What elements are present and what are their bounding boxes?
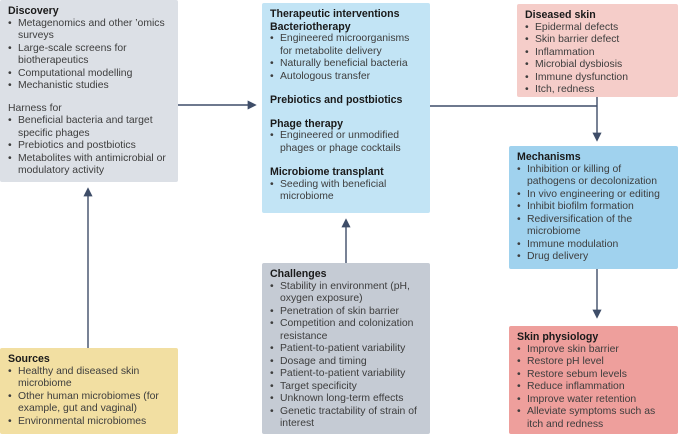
list-item: Metabolites with antimicrobial or modula… (8, 153, 171, 178)
list-item: Restore sebum levels (517, 369, 671, 382)
list-item: Unknown long-term effects (270, 393, 423, 406)
list-item: Beneficial bacteria and target specific … (8, 115, 171, 140)
skin-physiology-title: Skin physiology (517, 331, 599, 343)
bacteriotherapy-group: Bacteriotherapy Engineered microorganism… (270, 21, 423, 84)
list-item: Microbial dysbiosis (525, 59, 671, 72)
phage-therapy-group: Phage therapy Engineered or unmodified p… (270, 118, 423, 156)
list-item: Environmental microbiomes (8, 416, 171, 429)
list-item: Inhibit biofilm formation (517, 201, 671, 214)
diseased-skin-list: Epidermal defects Skin barrier defect In… (525, 22, 671, 97)
list-item: Patient-to-patient variability (270, 368, 423, 381)
group-heading: Prebiotics and postbiotics (270, 94, 403, 106)
list-item: Rediversification of the microbiome (517, 214, 671, 239)
list-item: Target specificity (270, 381, 423, 394)
list-item: Computational modelling (8, 68, 171, 81)
therapeutic-interventions-box: Therapeutic interventions Bacteriotherap… (262, 3, 430, 213)
skin-physiology-list: Improve skin barrier Restore pH level Re… (517, 344, 671, 432)
list-item: Large-scale screens for biotherapeutics (8, 43, 171, 68)
list-item: Drug delivery (517, 251, 671, 264)
mechanisms-box: Mechanisms Inhibition or killing of path… (509, 146, 678, 269)
skin-physiology-box: Skin physiology Improve skin barrier Res… (509, 326, 678, 434)
list-item: Inflammation (525, 47, 671, 60)
list-item: Autologous transfer (270, 71, 423, 84)
list-item: Epidermal defects (525, 22, 671, 35)
sources-box: Sources Healthy and diseased skin microb… (0, 348, 178, 434)
list-item: Competition and colonization resistance (270, 318, 423, 343)
sources-list: Healthy and diseased skin microbiome Oth… (8, 366, 171, 429)
list-item: Engineered or unmodified phages or phage… (270, 130, 423, 155)
therapeutic-title: Therapeutic interventions (270, 8, 400, 20)
bacteriotherapy-list: Engineered microorganisms for metabolite… (270, 33, 423, 83)
list-item: In vivo engineering or editing (517, 189, 671, 202)
list-item: Metagenomics and other ’omics surveys (8, 18, 171, 43)
list-item: Naturally beneficial bacteria (270, 58, 423, 71)
list-item: Immune modulation (517, 239, 671, 252)
list-item: Immune dysfunction (525, 72, 671, 85)
list-item: Reduce inflammation (517, 381, 671, 394)
microbiome-transplant-list: Seeding with beneficial microbiome (270, 179, 423, 204)
group-heading: Phage therapy (270, 117, 344, 130)
list-item: Genetic tractability of strain of intere… (270, 406, 423, 431)
mechanisms-list: Inhibition or killing of pathogens or de… (517, 164, 671, 264)
list-item: Penetration of skin barrier (270, 306, 423, 319)
list-item: Alleviate symptoms such as itch and redn… (517, 406, 671, 431)
list-item: Seeding with beneficial microbiome (270, 179, 423, 204)
challenges-list: Stability in environment (pH, oxygen exp… (270, 281, 423, 431)
discovery-list: Metagenomics and other ’omics surveys La… (8, 18, 171, 93)
discovery-subtitle: Harness for (8, 102, 62, 114)
challenges-title: Challenges (270, 268, 327, 280)
list-item: Other human microbiomes (for example, gu… (8, 391, 171, 416)
list-item: Prebiotics and postbiotics (8, 140, 171, 153)
list-item: Patient-to-patient variability (270, 343, 423, 356)
list-item: Itch, redness (525, 84, 671, 97)
list-item: Improve skin barrier (517, 344, 671, 357)
prebiotics-group: Prebiotics and postbiotics (270, 94, 423, 107)
challenges-box: Challenges Stability in environment (pH,… (262, 263, 430, 434)
discovery-box: Discovery Metagenomics and other ’omics … (0, 0, 178, 182)
diseased-skin-box: Diseased skin Epidermal defects Skin bar… (517, 4, 678, 97)
microbiome-transplant-group: Microbiome transplant Seeding with benef… (270, 166, 423, 204)
list-item: Mechanistic studies (8, 80, 171, 93)
group-heading: Microbiome transplant (270, 166, 384, 178)
list-item: Healthy and diseased skin microbiome (8, 366, 171, 391)
list-item: Inhibition or killing of pathogens or de… (517, 164, 671, 189)
list-item: Skin barrier defect (525, 34, 671, 47)
discovery-title: Discovery (8, 5, 59, 17)
sources-title: Sources (8, 353, 50, 365)
diseased-skin-title: Diseased skin (525, 9, 596, 21)
list-item: Improve water retention (517, 394, 671, 407)
mechanisms-title: Mechanisms (517, 151, 581, 163)
list-item: Restore pH level (517, 356, 671, 369)
phage-therapy-list: Engineered or unmodified phages or phage… (270, 130, 423, 155)
list-item: Dosage and timing (270, 356, 423, 369)
list-item: Stability in environment (pH, oxygen exp… (270, 281, 423, 306)
list-item: Engineered microorganisms for metabolite… (270, 33, 423, 58)
group-heading: Bacteriotherapy (270, 20, 351, 33)
discovery-harness-list: Beneficial bacteria and target specific … (8, 115, 171, 178)
